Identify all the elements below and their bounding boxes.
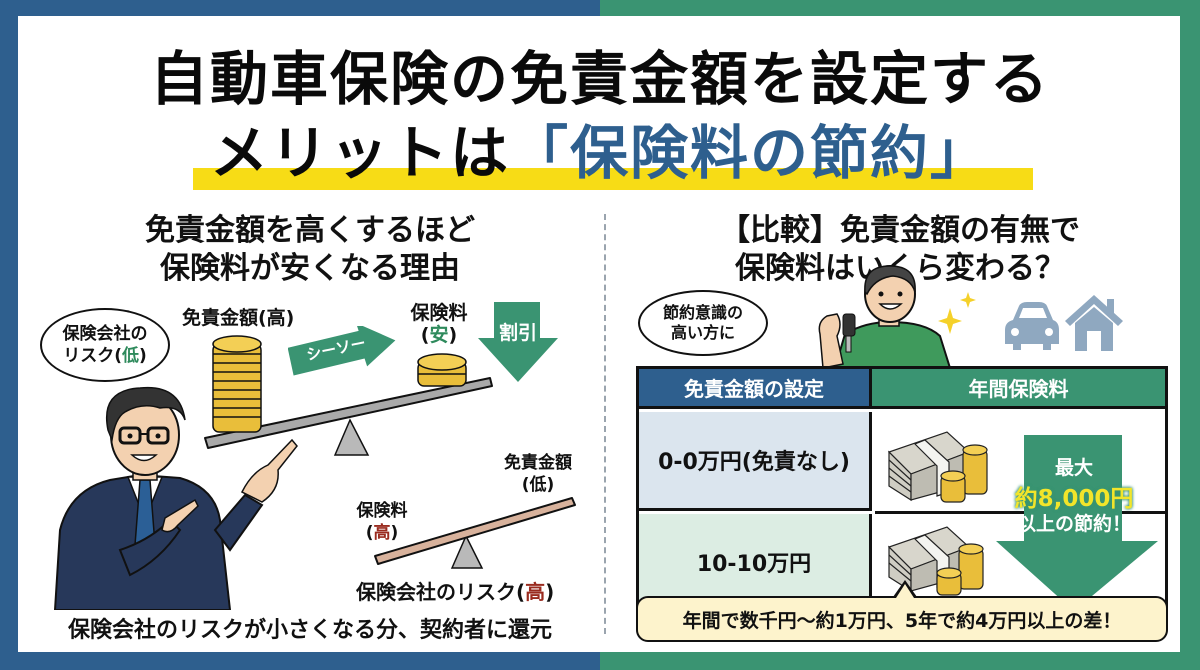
savings-amount: 約8,000円 xyxy=(1014,486,1134,512)
house-icon xyxy=(1065,295,1123,351)
left-heading: 免責金額を高くするほど 保険料が安くなる理由 xyxy=(60,212,560,288)
table-row-1-setting: 10-10万円 xyxy=(639,514,872,610)
deductible-low-label: 免責金額 (低) xyxy=(490,452,586,496)
high-accent: 高 xyxy=(373,523,391,543)
savings-suffix: 以上の節約！ xyxy=(1016,513,1131,535)
sparkle-icon xyxy=(938,292,976,334)
risk-high-accent: 高 xyxy=(525,580,546,604)
seesaw-bottom-icon xyxy=(374,497,576,569)
arrow-right-icon xyxy=(288,326,396,376)
title-highlight-bar xyxy=(193,168,1033,190)
premium-high-line1: 保険料 xyxy=(356,501,408,521)
paren-open: ( xyxy=(420,324,430,346)
risk-suffix: ) xyxy=(545,580,555,604)
savings-arrow-down-icon xyxy=(996,435,1158,611)
right-heading-line1: 【比較】免責金額の有無で xyxy=(720,213,1080,248)
savings-max-label: 最大 xyxy=(1054,457,1093,479)
bubble-line2-prefix: リスク( xyxy=(63,346,122,366)
title-highlight-text: 「保険料の節約」 xyxy=(510,119,991,187)
bubble-low-accent: 低 xyxy=(122,346,139,366)
premium-high-label: 保険料 (高) xyxy=(352,500,412,544)
seesaw-top-icon xyxy=(204,335,493,456)
table-row-0-setting: 0-0万円(免責なし) xyxy=(639,412,872,511)
section-divider xyxy=(604,214,606,634)
premium-cheap-label: 保険料 (安) xyxy=(404,302,474,346)
premium-label-line1: 保険料 xyxy=(410,302,468,324)
bubble-line2-suffix: ) xyxy=(139,346,147,366)
title-prefix: メリットは xyxy=(209,119,510,187)
premium-label-line2: (安) xyxy=(404,324,474,346)
table-header-deductible: 免責金額の設定 xyxy=(639,369,872,409)
paren-close: ) xyxy=(448,324,458,346)
left-heading-line2: 保険料が安くなる理由 xyxy=(160,251,460,286)
money-stack-icon xyxy=(887,431,988,503)
bubble-line1: 節約意識の xyxy=(662,303,743,322)
paren-open: ( xyxy=(365,523,374,543)
seesaw-arrow: シーソー xyxy=(288,326,398,376)
bubble-line1: 保険会社の xyxy=(62,324,148,344)
premium-high-line2: (高) xyxy=(352,522,412,544)
deductible-low-line2: (低) xyxy=(521,475,555,495)
car-icon xyxy=(1005,302,1059,350)
difference-note: 年間で数千円～約1万円、5年で約4万円以上の差！ xyxy=(636,596,1168,642)
paren-close: ) xyxy=(390,523,399,543)
insurer-risk-high-label: 保険会社のリスク(高) xyxy=(356,576,554,605)
speech-bubble-risk-low: 保険会社の リスク(低) xyxy=(40,308,170,382)
cheap-accent: 安 xyxy=(429,324,449,346)
table-header-annual-premium: 年間保険料 xyxy=(872,369,1165,409)
table-row-divider xyxy=(875,511,1165,514)
deductible-low-line1: 免責金額 xyxy=(504,453,572,473)
page-title-line1: 自動車保険の免責金額を設定する xyxy=(149,45,1050,113)
left-heading-line1: 免責金額を高くするほど xyxy=(145,213,475,248)
bubble-line2: 高い方に xyxy=(670,323,735,342)
page-title-line2: メリットは「保険料の節約」 xyxy=(0,118,1200,188)
speech-bubble-saving: 節約意識の 高い方に xyxy=(638,290,768,356)
left-footer-text: 保険会社のリスクが小さくなる分、契約者に還元 xyxy=(67,618,552,643)
discount-arrow: 割引 xyxy=(478,302,558,384)
deductible-high-label: 免責金額(高) xyxy=(182,307,295,329)
man-with-car-key-icon xyxy=(818,265,952,368)
savings-arrow: 最大 約8,000円 以上の節約！ xyxy=(994,435,1164,613)
note-pointer-inner xyxy=(896,584,914,598)
discount-label: 割引 xyxy=(498,322,537,344)
risk-prefix: 保険会社のリスク( xyxy=(356,580,526,604)
money-stack-small-icon xyxy=(887,526,984,596)
businessman-pointing-icon xyxy=(53,386,298,610)
arrow-down-icon xyxy=(478,302,558,382)
comparison-table: 免責金額の設定 年間保険料 0-0万円(免責なし) 10-10万円 xyxy=(636,366,1168,613)
bubble-line2: リスク(低) xyxy=(63,345,147,367)
